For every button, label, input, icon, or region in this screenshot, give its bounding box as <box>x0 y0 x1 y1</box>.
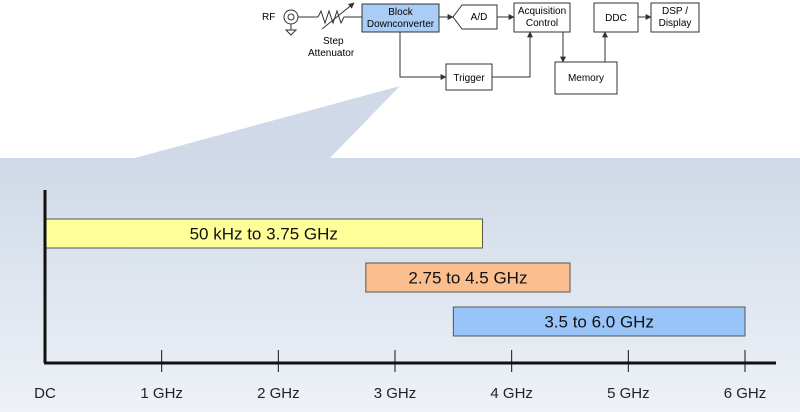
frequency-range-chart: 50 kHz to 3.75 GHz 2.75 to 4.5 GHz 3.5 to … <box>34 190 776 402</box>
trigger-label: Trigger <box>453 73 485 84</box>
tick-group: DC 1 GHz 2 GHz 3 GHz 4 GHz 5 GHz 6 GHz <box>34 350 766 402</box>
band-bar-2 <box>365 262 571 293</box>
acquisition-label-2: Control <box>526 18 558 29</box>
acquisition-block <box>513 2 571 33</box>
trigger-block <box>445 63 493 91</box>
x-tick-label-5: 5 GHz <box>607 385 650 402</box>
dsp-label-1: DSP / <box>662 6 688 17</box>
downconverter-label-2: Downconverter <box>367 19 435 30</box>
x-tick-label-2: 2 GHz <box>257 385 300 402</box>
x-tick-label-4: 4 GHz <box>490 385 533 402</box>
attenuator-label-1: Step <box>323 36 344 47</box>
dsp-block <box>650 2 700 33</box>
band-bar-1 <box>44 218 484 249</box>
downconverter-label-1: Block <box>388 7 413 18</box>
attenuator-label-2: Attenuator <box>308 48 355 59</box>
x-tick-label-6: 6 GHz <box>724 385 767 402</box>
band-label-3: 3.5 to 6.0 GHz <box>544 313 654 332</box>
block-diagram: RF Step Attenuator Block Downconverter A… <box>262 2 700 95</box>
x-tick-label-3: 3 GHz <box>374 385 417 402</box>
x-tick-label-0: DC <box>34 385 56 402</box>
band-label-2: 2.75 to 4.5 GHz <box>408 269 527 288</box>
acquisition-label-1: Acquisition <box>518 6 566 17</box>
downconverter-block <box>361 3 440 33</box>
band-bar-3 <box>452 306 746 337</box>
band-group: 50 kHz to 3.75 GHz 2.75 to 4.5 GHz 3.5 to … <box>44 218 746 337</box>
ddc-label: DDC <box>605 13 627 24</box>
dsp-label-2: Display <box>659 18 692 29</box>
zoom-wedge <box>135 86 400 158</box>
rf-connector-icon <box>283 9 299 36</box>
memory-label: Memory <box>568 73 604 84</box>
ad-label: A/D <box>471 12 488 23</box>
x-tick-label-1: 1 GHz <box>140 385 183 402</box>
band-label-1: 50 kHz to 3.75 GHz <box>190 225 338 244</box>
memory-block <box>554 61 618 95</box>
rf-label: RF <box>262 12 275 23</box>
step-attenuator-icon <box>317 9 362 25</box>
